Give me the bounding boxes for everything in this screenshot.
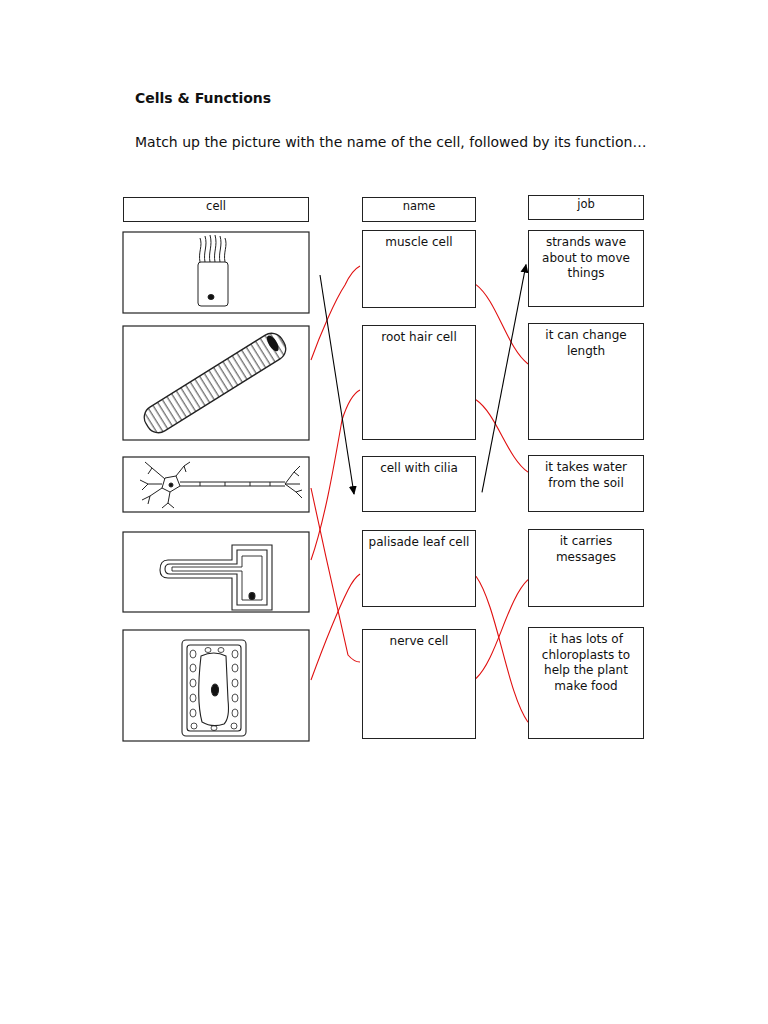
cell-name-box: nerve cell xyxy=(362,629,476,739)
match-connector xyxy=(476,576,528,722)
instruction-text: Match up the picture with the name of th… xyxy=(135,134,646,150)
node-text: name xyxy=(367,199,471,214)
cell-name-box: muscle cell xyxy=(362,230,476,308)
palisade-cell xyxy=(182,640,246,736)
node-text: nerve cell xyxy=(368,634,470,650)
column-header: name xyxy=(362,197,476,222)
match-connector xyxy=(482,265,526,493)
column-header: job xyxy=(528,195,644,220)
match-lines xyxy=(311,266,360,680)
picture-boxes xyxy=(123,232,309,741)
node-text: cell with cilia xyxy=(368,461,470,477)
node-text: job xyxy=(533,197,639,212)
match-arrow xyxy=(320,275,354,494)
cell-name-box: cell with cilia xyxy=(362,456,476,512)
column-header: cell xyxy=(123,197,309,222)
job-box: it can change length xyxy=(528,323,644,440)
job-box: it takes water from the soil xyxy=(528,455,644,512)
node-text: palisade leaf cell xyxy=(368,535,470,551)
job-box: it carries messages xyxy=(528,529,644,607)
root-hair-cell xyxy=(160,545,272,610)
node-text: root hair cell xyxy=(368,330,470,346)
cell-name-box: root hair cell xyxy=(362,325,476,440)
node-text: strands wave about to move things xyxy=(534,235,638,282)
match-connector xyxy=(476,400,528,472)
node-text: it carries messages xyxy=(534,534,638,565)
job-box: strands wave about to move things xyxy=(528,230,644,307)
node-text: it has lots of chloroplasts to help the … xyxy=(534,632,638,694)
nerve-cell xyxy=(140,462,302,508)
node-text: it can change length xyxy=(534,328,638,359)
muscle-cell xyxy=(140,329,291,438)
cell-name-box: palisade leaf cell xyxy=(362,530,476,607)
node-text: cell xyxy=(128,199,304,214)
job-box: it has lots of chloroplasts to help the … xyxy=(528,627,644,739)
ciliated-cell xyxy=(198,235,228,306)
match-connector xyxy=(476,580,528,679)
page-title: Cells & Functions xyxy=(135,90,271,106)
node-text: muscle cell xyxy=(368,235,470,251)
node-text: it takes water from the soil xyxy=(534,460,638,491)
